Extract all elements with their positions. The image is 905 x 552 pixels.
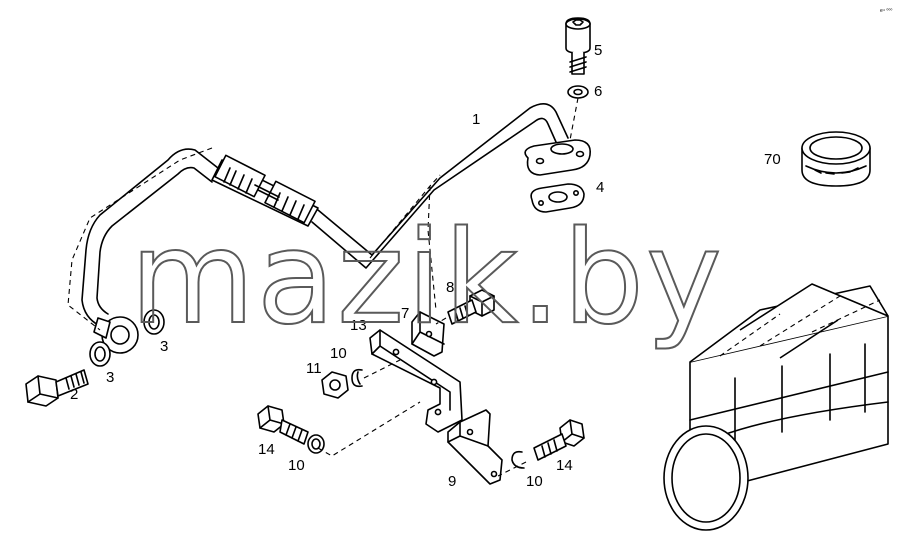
part-6-washer[interactable]: [567, 85, 589, 99]
callout-10-upper: 10: [330, 345, 347, 362]
callout-1: 1: [472, 111, 480, 128]
callout-3-lower: 3: [106, 369, 114, 386]
callout-10-left: 10: [288, 457, 305, 474]
callout-6: 6: [594, 83, 602, 100]
corner-code: e⁴ ⁰⁰⁰: [880, 8, 892, 14]
assembly-line-bolt14-left: [317, 401, 421, 457]
assembly-line-screw5: [569, 97, 579, 141]
part-8-hex-bolt[interactable]: [447, 289, 495, 325]
part-2-banjo-bolt[interactable]: [25, 369, 89, 407]
engine-block: [663, 283, 889, 531]
part-3-sealing-ring-a[interactable]: [89, 341, 111, 367]
part-5-socket-screw[interactable]: [565, 17, 591, 75]
pipe-hidden-line-left: [67, 147, 213, 331]
callout-11: 11: [306, 360, 322, 377]
part-10-lock-washer-a[interactable]: [351, 368, 363, 388]
part-1-pipe[interactable]: [81, 103, 592, 354]
part-70-seal-ring[interactable]: [801, 131, 871, 187]
callout-5: 5: [594, 42, 602, 59]
callout-3-upper: 3: [160, 338, 168, 355]
callout-4: 4: [596, 179, 604, 196]
callout-7: 7: [401, 305, 409, 322]
part-14-hex-bolt-a[interactable]: [257, 405, 309, 445]
part-10-lock-washer-b[interactable]: [307, 434, 325, 454]
part-10-lock-washer-c[interactable]: [511, 450, 525, 469]
callout-2: 2: [70, 386, 78, 403]
part-3-sealing-ring-b[interactable]: [143, 309, 165, 335]
part-11-hex-nut[interactable]: [321, 371, 349, 399]
part-14-hex-bolt-b[interactable]: [533, 419, 585, 461]
assembly-line-bolt8: [435, 317, 447, 325]
callout-14-left: 14: [258, 441, 275, 458]
part-4-gasket[interactable]: [530, 183, 585, 213]
assembly-line-washer10: [363, 359, 401, 379]
callout-14-right: 14: [556, 457, 573, 474]
part-9-l-bracket[interactable]: [447, 409, 503, 485]
callout-70: 70: [764, 151, 781, 168]
pipe-hidden-line-mid: [369, 174, 441, 311]
callout-9: 9: [448, 473, 456, 490]
callout-13: 13: [350, 317, 367, 334]
part-7-clamp[interactable]: [411, 311, 445, 357]
watermark: mazik.by: [130, 204, 724, 353]
part-13-bracket[interactable]: [369, 329, 463, 433]
callout-10-right: 10: [526, 473, 543, 490]
callout-8: 8: [446, 279, 454, 296]
